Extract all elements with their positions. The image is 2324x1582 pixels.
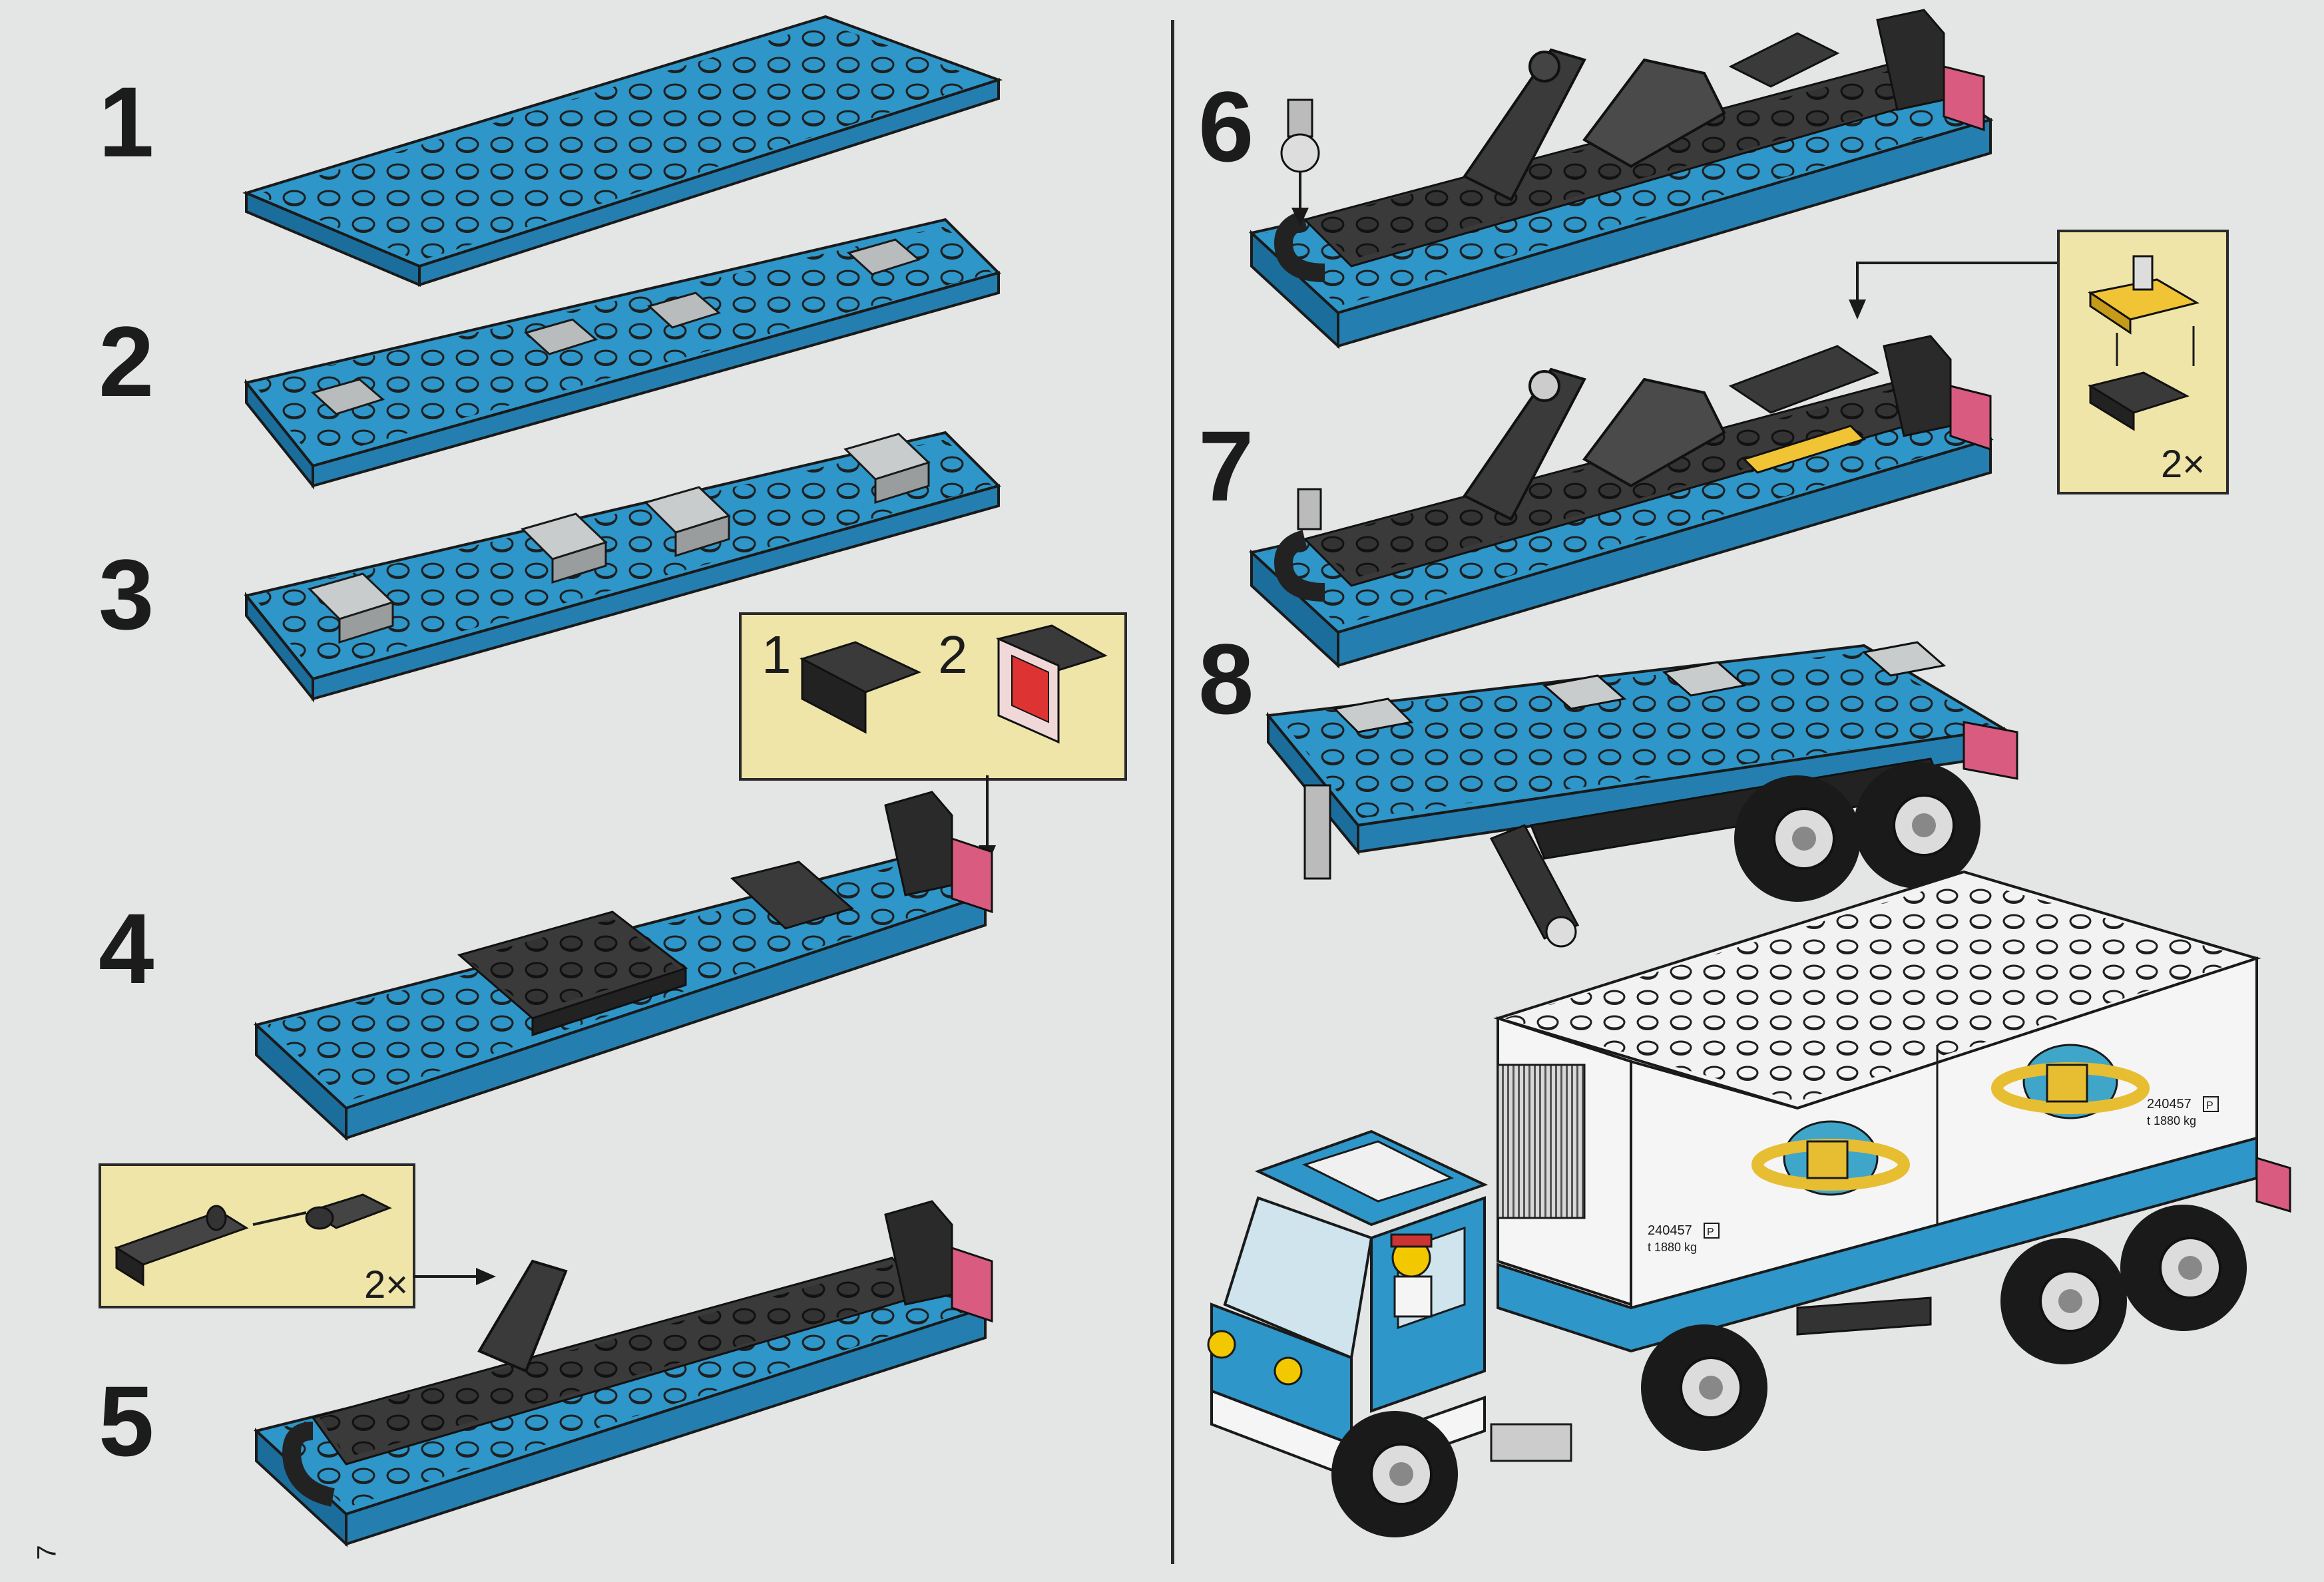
driver-minifig	[1390, 1233, 1433, 1318]
callout-yellow-plate-part	[2088, 255, 2200, 335]
black-wedge	[1582, 58, 1726, 168]
arrow-head	[1291, 208, 1309, 226]
arrow-head	[1849, 299, 1866, 319]
hinged-panel	[1463, 367, 1586, 521]
trailer-wheel	[1734, 775, 1861, 902]
step-number-4: 4	[99, 892, 154, 1004]
step-number-5: 5	[99, 1365, 154, 1477]
support-leg	[1489, 824, 1580, 940]
grey-tile	[644, 486, 731, 558]
grey-tile	[1662, 661, 1747, 697]
refrigerator-grille	[1497, 1064, 1586, 1219]
grey-tile	[1542, 674, 1627, 710]
page-divider	[1171, 20, 1174, 1564]
grey-tile	[308, 572, 395, 644]
cab-wheel	[1331, 1411, 1458, 1537]
step2-assembly	[244, 218, 1001, 490]
rear-bumper	[884, 1200, 993, 1323]
callout-sub-1: 1	[762, 625, 792, 684]
grey-plate	[311, 378, 385, 415]
rear-bumper	[884, 791, 993, 914]
globe-logo	[1991, 1044, 2150, 1119]
callout-black-plate-part	[800, 641, 921, 734]
fifth-wheel-plate	[1274, 530, 1325, 602]
serial-label-front: 240457	[1648, 1223, 1692, 1238]
step8-trailer-chassis	[1266, 641, 2018, 948]
towball-part	[1297, 488, 1322, 530]
multiplier-2x-step7: 2×	[2161, 443, 2206, 486]
callout-arrow	[252, 1211, 307, 1226]
grey-plate	[524, 318, 598, 355]
black-plate-small	[730, 861, 855, 930]
weight-label-front: t 1880 kg	[1648, 1241, 1697, 1254]
grey-plate	[847, 238, 921, 276]
weight-label-rear: t 1880 kg	[2147, 1114, 2196, 1127]
fuel-tank	[1490, 1423, 1572, 1462]
step1-blue-plate	[242, 15, 1003, 288]
globe-logo	[1751, 1120, 1910, 1196]
callout-reflector-part	[996, 624, 1108, 744]
step-number-1: 1	[99, 66, 154, 178]
step7-assembly	[1248, 335, 1994, 669]
final-truck-assembly: 240457 t 1880 kg 240457 t 1880 kg P P	[1207, 870, 2291, 1537]
hinged-panel	[1463, 48, 1586, 202]
black-wedge	[1582, 377, 1726, 488]
trailer-wheel	[2000, 1238, 2127, 1364]
callout-sub-2: 2	[938, 625, 968, 684]
callout-black-plate-part	[2088, 371, 2190, 431]
step-number-3: 3	[99, 538, 154, 650]
p-mark-rear: P	[2206, 1100, 2213, 1111]
callout-arrow	[1856, 262, 2057, 306]
callout-clip-part	[305, 1193, 392, 1230]
p-mark-front: P	[1707, 1227, 1714, 1238]
yellow-plate	[1742, 425, 1866, 474]
grey-tile	[843, 433, 931, 504]
multiplier-2x-step5: 2×	[364, 1263, 409, 1306]
fifth-wheel-plate	[282, 1422, 336, 1507]
step5-callout: 2×	[99, 1163, 415, 1308]
step4-assembly	[253, 791, 993, 1141]
headlight	[1207, 1330, 1236, 1359]
cab-wheel	[1641, 1324, 1767, 1451]
trailer-wheel	[2120, 1205, 2247, 1331]
step-number-6: 6	[1198, 71, 1254, 182]
rear-bumper	[1876, 9, 1985, 132]
step3-assembly	[244, 431, 1001, 703]
step-number-8: 8	[1198, 623, 1254, 735]
serial-label-rear: 240457	[2147, 1097, 2192, 1111]
step6-assembly	[1248, 9, 1994, 349]
step-number-2: 2	[99, 305, 154, 417]
fifth-wheel-plate	[1274, 210, 1325, 282]
landing-gear	[1303, 784, 1331, 880]
headlight	[1274, 1356, 1303, 1386]
black-plate-4x4	[457, 910, 688, 1037]
grey-tile	[1332, 697, 1414, 733]
grey-plate	[647, 292, 722, 329]
roof-vent	[1302, 1140, 1454, 1203]
grey-tile	[521, 512, 608, 584]
arrow-head	[476, 1268, 496, 1285]
rear-bumper	[1883, 335, 1992, 451]
callout-hinge-part	[114, 1205, 249, 1286]
step-number-7: 7	[1198, 410, 1254, 522]
hinged-panel	[477, 1259, 568, 1373]
trailer-wheel	[1854, 762, 1980, 889]
grey-tile	[1861, 641, 1947, 677]
towball-part	[1280, 99, 1320, 173]
step5-assembly	[253, 1200, 993, 1547]
